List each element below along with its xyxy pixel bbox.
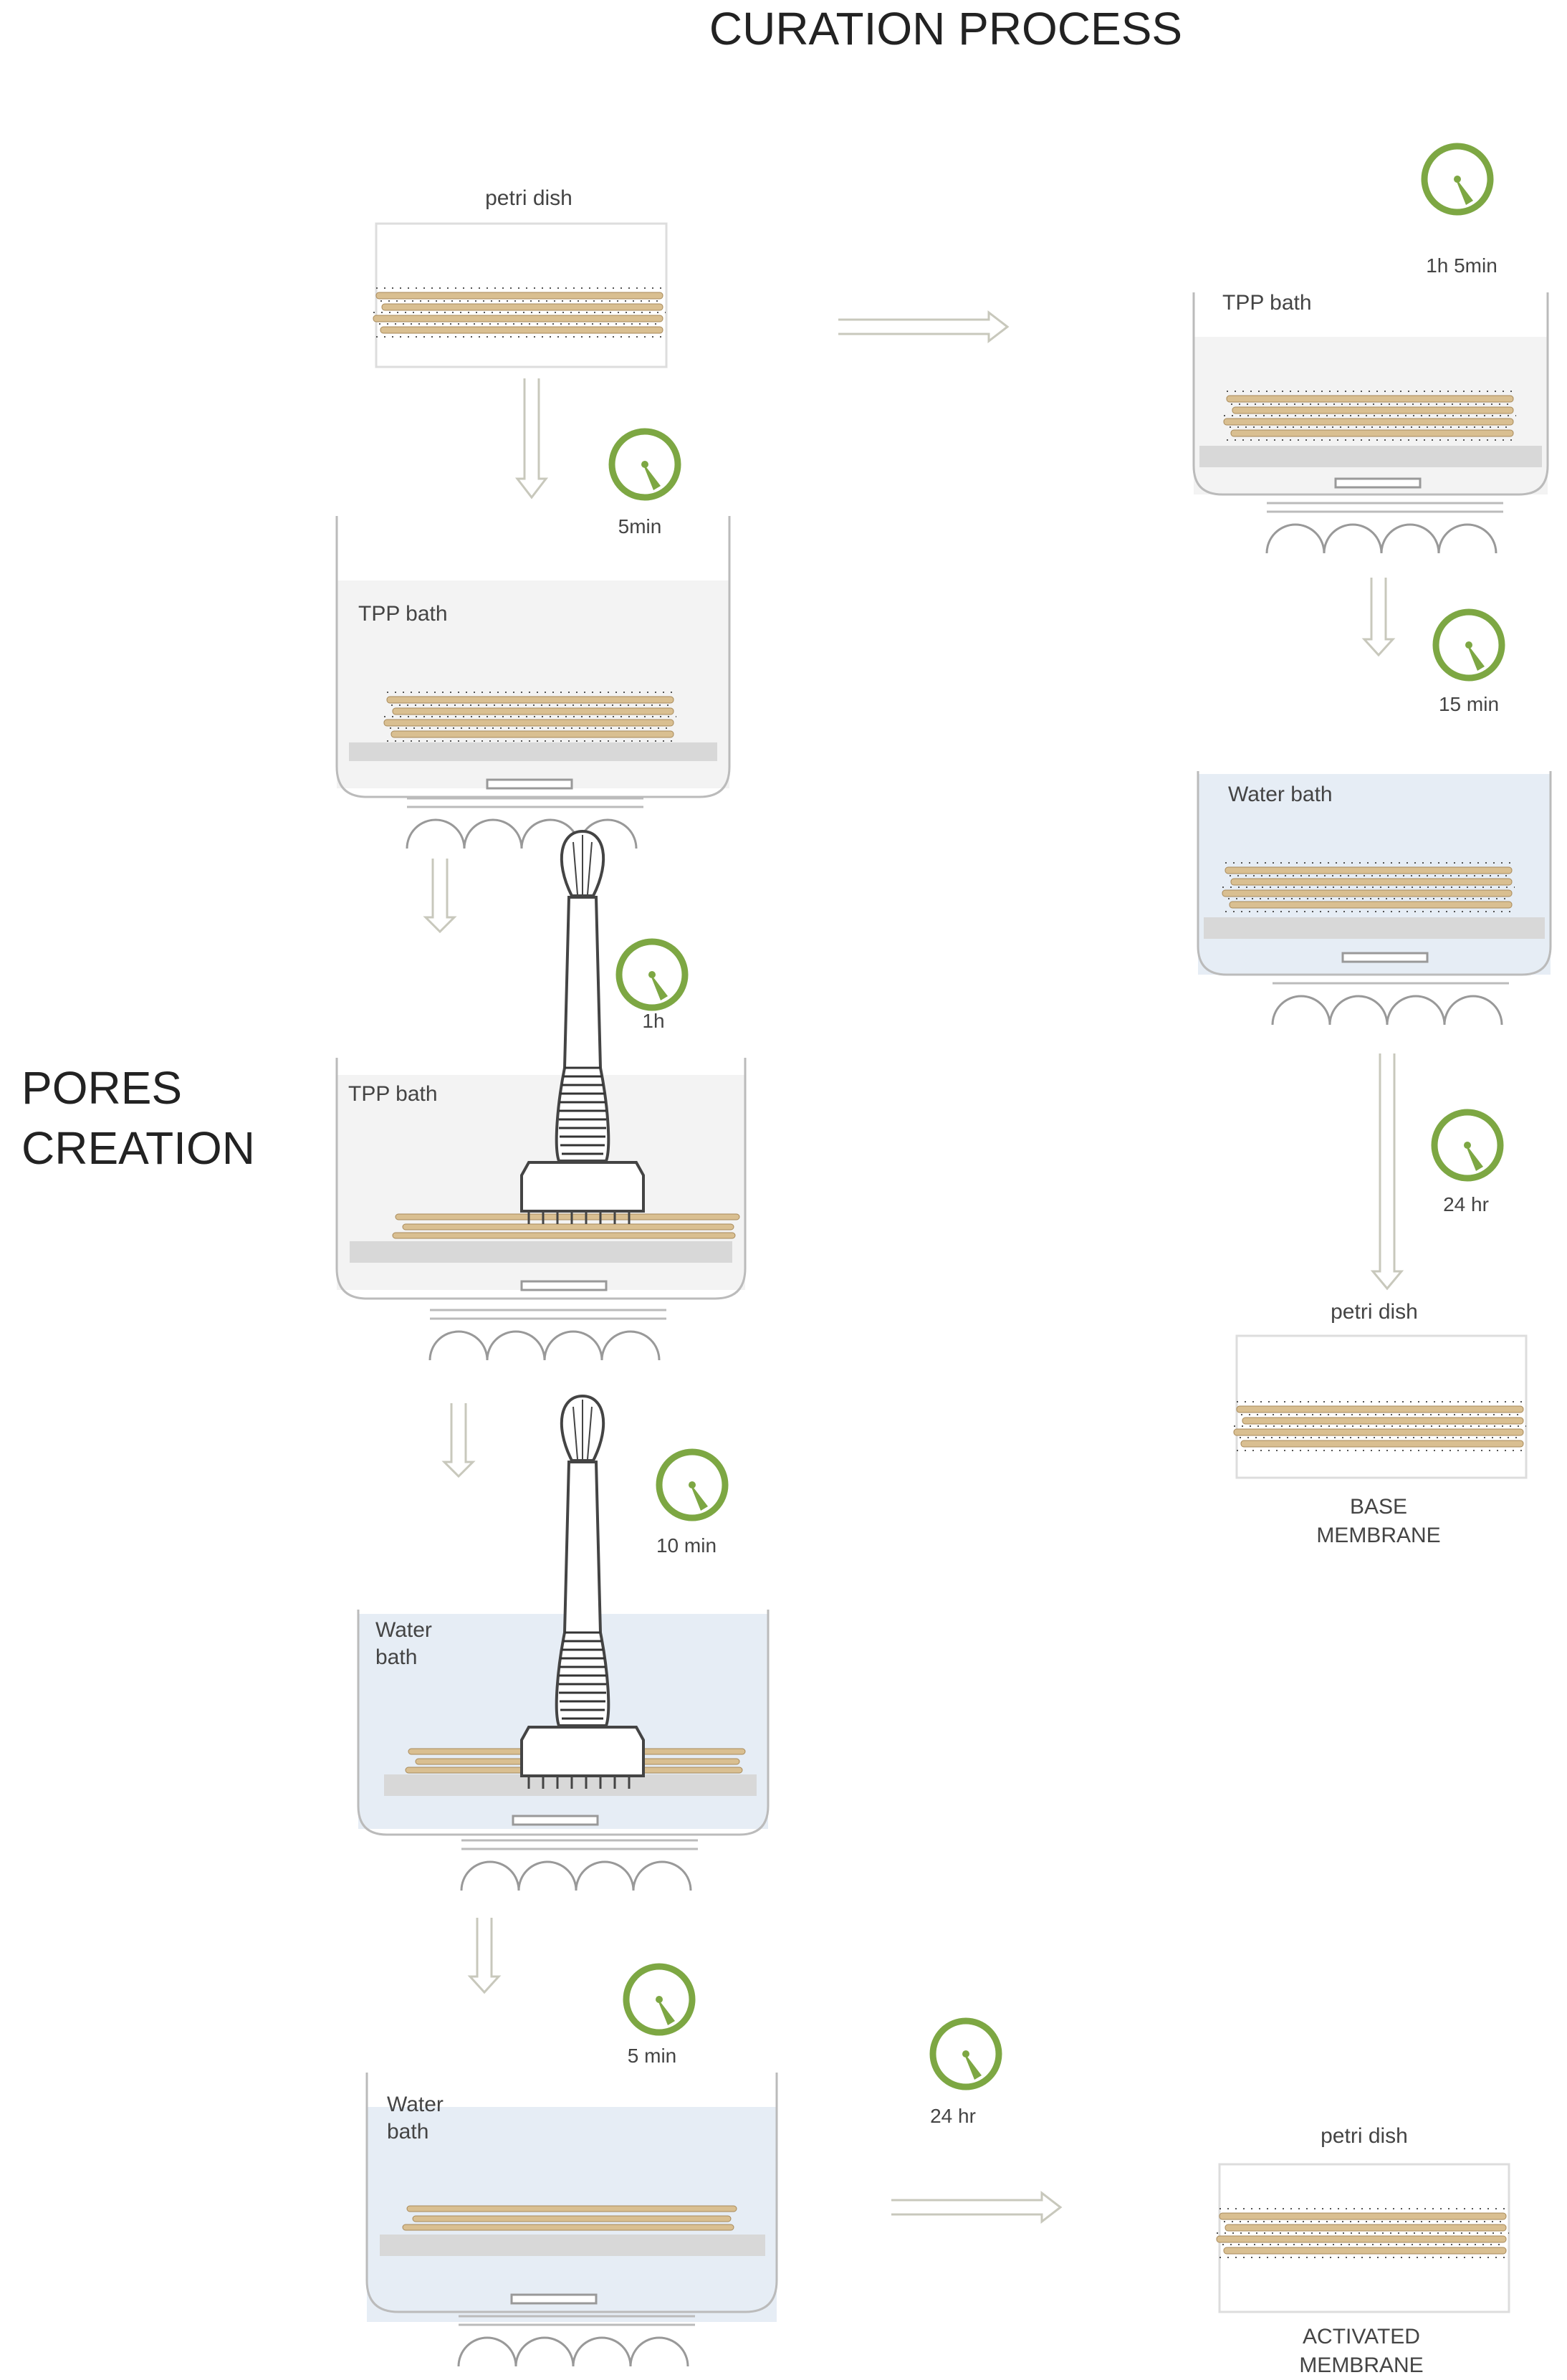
microneedle-roller (520, 1395, 645, 1790)
water-bath-final-label-line1: Water (387, 2093, 444, 2116)
tpp-bath-right-label: TPP bath (1222, 291, 1312, 315)
tpp-bath-1-label: TPP bath (358, 602, 448, 626)
arrow-right (891, 2190, 1063, 2224)
right-wait: 24 hr (1434, 1112, 1500, 1215)
timer-icon (1436, 612, 1502, 678)
right-wait-time: 24 hr (1443, 1193, 1489, 1215)
tpp-bath-1-time: 5min (618, 515, 662, 537)
water-bath-right-label: Water bath (1228, 783, 1333, 806)
arrow-down (423, 859, 457, 934)
petri-dish-activated: petri dish ACTIVATED MEMBRANE (1216, 2124, 1510, 2377)
tpp-bath-roller-time: 1h (642, 1010, 664, 1032)
base-caption-line1: BASE (1350, 1495, 1407, 1519)
arrow-down (467, 1918, 502, 1994)
section-label-line2: CREATION (21, 1122, 255, 1174)
tpp-bath-right: 1h 5min TPP bath (1192, 146, 1549, 555)
water-bath-right: 15 min Water bath (1197, 612, 1552, 1026)
final-wait: 24 hr (930, 2021, 999, 2127)
microneedle-roller (520, 830, 645, 1225)
base-caption-line2: MEMBRANE (1316, 1524, 1440, 1547)
petri-dish-start-label: petri dish (485, 186, 572, 210)
water-bath-roller: 10 min Water bath (357, 1395, 770, 1892)
arrow-right (838, 310, 1010, 344)
timer-icon (612, 431, 678, 497)
arrow-down (1370, 1053, 1404, 1291)
tpp-bath-right-time: 1h 5min (1426, 254, 1497, 277)
water-bath-final-time: 5 min (628, 2045, 676, 2067)
diagram-title: CURATION PROCESS (709, 3, 1182, 54)
petri-dish-start: petri dish (373, 186, 668, 368)
section-label-line1: PORES (21, 1062, 182, 1114)
petri-dish-base: petri dish BASE MEMBRANE (1233, 1300, 1528, 1547)
timer-icon (1434, 1112, 1500, 1178)
water-bath-final: 5 min Water bath (365, 1966, 778, 2368)
water-bath-final-label-line2: bath (387, 2120, 428, 2144)
water-bath-roller-time: 10 min (656, 1534, 717, 1557)
timer-icon (659, 1452, 725, 1518)
activated-caption-line1: ACTIVATED (1303, 2325, 1420, 2348)
tpp-bath-1: 5min TPP bath (335, 431, 731, 850)
timer-icon (626, 1966, 692, 2032)
arrow-down (441, 1403, 476, 1478)
timer-icon (933, 2021, 999, 2087)
tpp-bath-roller-label: TPP bath (348, 1082, 438, 1106)
water-bath-right-time: 15 min (1439, 693, 1499, 715)
water-bath-roller-label-line1: Water (375, 1618, 432, 1642)
final-wait-time: 24 hr (930, 2105, 976, 2127)
timer-icon (619, 942, 685, 1008)
tpp-bath-roller: 1h TPP bath (335, 830, 747, 1362)
activated-caption-line2: MEMBRANE (1299, 2353, 1423, 2377)
arrow-down (1361, 578, 1396, 657)
timer-icon (1424, 146, 1490, 212)
water-bath-roller-label-line2: bath (375, 1645, 417, 1669)
arrow-down (514, 378, 549, 500)
petri-dish-activated-label: petri dish (1321, 2124, 1408, 2148)
petri-dish-base-label: petri dish (1331, 1300, 1418, 1324)
